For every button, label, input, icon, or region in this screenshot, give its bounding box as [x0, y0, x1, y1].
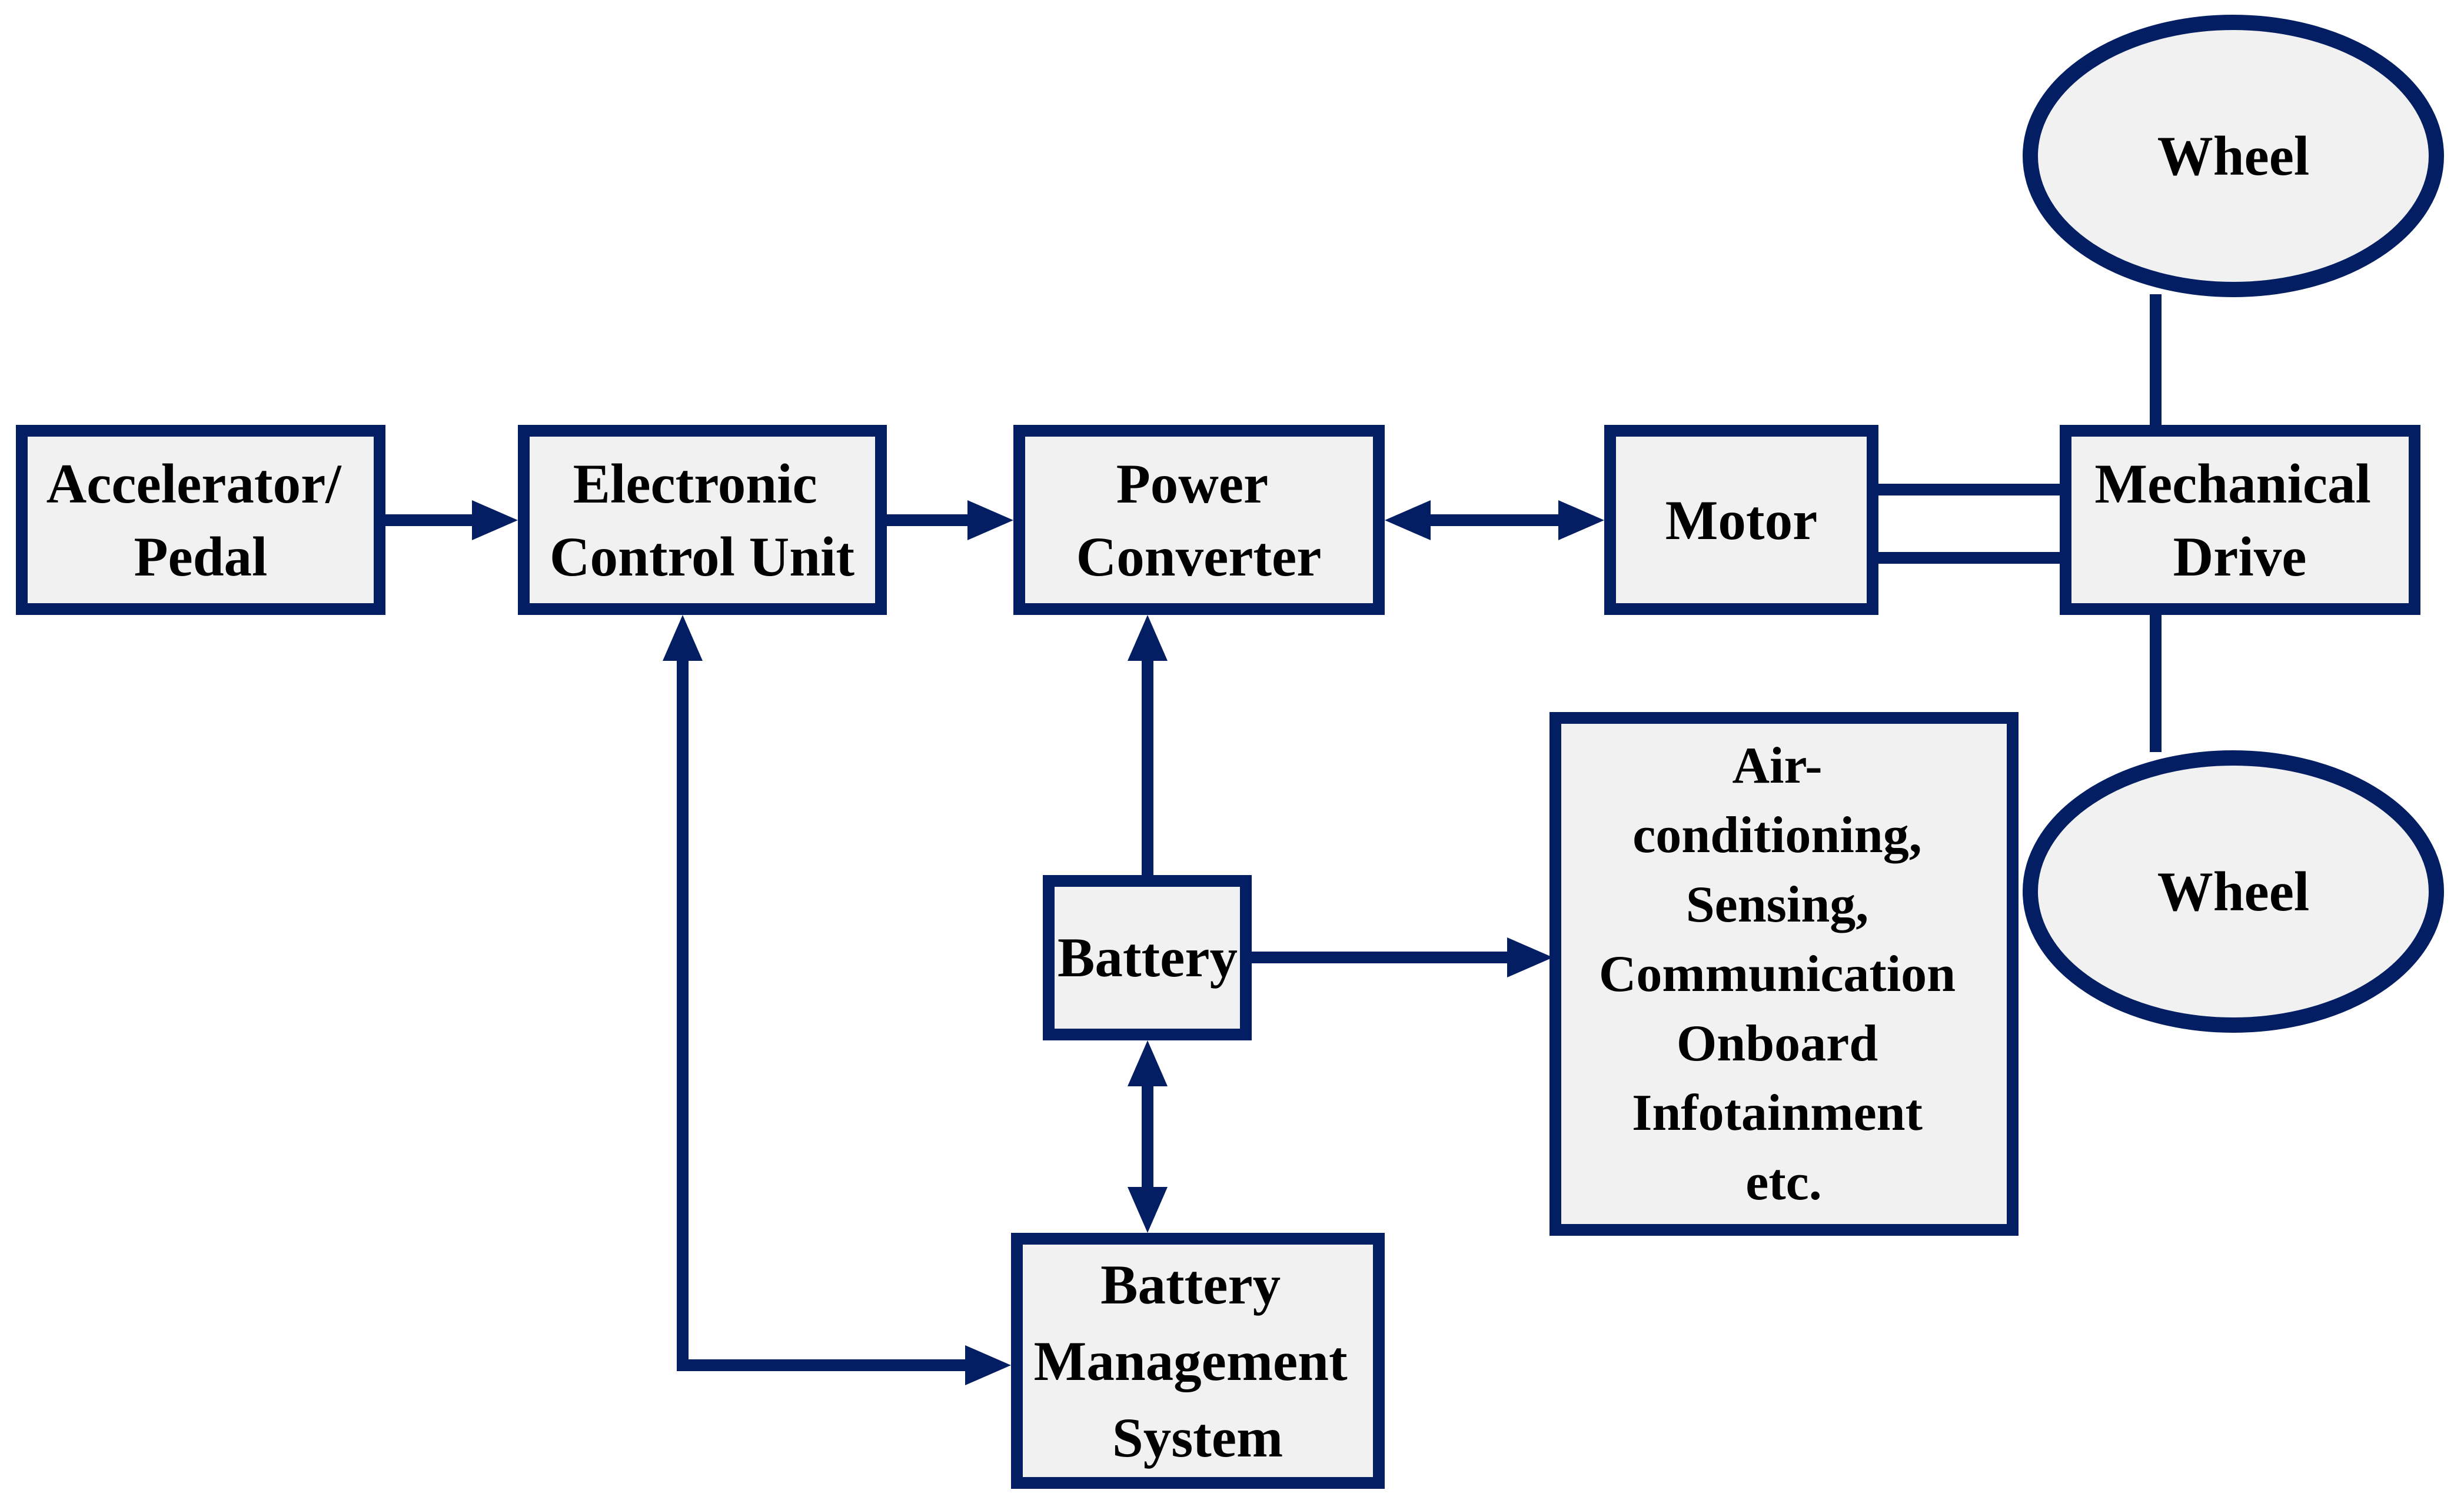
svg-text:Battery Management: Battery Management System [1034, 1253, 1362, 1469]
node-label-line: Onboard [1677, 1015, 1878, 1072]
svg-text:Power Converter: Power Converter [1076, 453, 1322, 588]
node-label-line: Motor [1665, 489, 1817, 551]
node-accelerator-pedal: Accelerator/ Pedal [16, 425, 385, 615]
svg-text:Accelerator/ Pedal: Accelerator/ Pedal [46, 453, 355, 588]
node-wheel-top: Wheel [2023, 15, 2444, 297]
node-label-line: Battery [1100, 1253, 1281, 1316]
node-label-line: Battery [1058, 926, 1238, 989]
node-label-line: Communication [1599, 946, 1956, 1003]
svg-text:Air- conditioning,: Air- conditioning, Sensing, Communicatio… [1599, 737, 1968, 1211]
node-auxiliary-loads: Air- conditioning, Sensing, Communicatio… [1549, 712, 2019, 1236]
node-label-line: Drive [2173, 526, 2307, 588]
svg-text:Mechanical Drive: Mechanical Drive [2094, 453, 2385, 588]
svg-text:Wheel: Wheel [2157, 125, 2310, 187]
node-label-line: Pedal [134, 526, 268, 588]
node-label-line: Infotainment [1632, 1085, 1923, 1142]
node-motor: Motor [1604, 425, 1878, 615]
node-label-line: Wheel [2157, 125, 2310, 187]
connector-battery-to-auxiliary [1252, 937, 1553, 977]
connector-accelerator-to-ecu [385, 500, 518, 540]
connector-battery-to-power-converter [1128, 615, 1168, 875]
svg-text:Electronic Control Unit: Electronic Control Unit [550, 453, 855, 588]
node-battery-management-system: Battery Management System [1011, 1233, 1385, 1489]
node-battery: Battery [1043, 875, 1252, 1040]
node-label-line: Electronic [573, 453, 817, 515]
node-label-line: Wheel [2157, 860, 2310, 923]
node-mechanical-drive: Mechanical Drive [2060, 425, 2420, 615]
svg-text:Motor: Motor [1665, 489, 1817, 551]
node-label-line: conditioning, [1632, 807, 1921, 864]
connector-power-converter-motor-double-arrow [1385, 500, 1604, 540]
node-label-line: Accelerator/ [46, 453, 343, 515]
svg-text:Wheel: Wheel [2157, 860, 2310, 923]
svg-text:Battery: Battery [1058, 926, 1238, 989]
node-power-converter: Power Converter [1013, 425, 1385, 615]
node-label-line: Mechanical [2094, 453, 2371, 515]
node-electronic-control-unit: Electronic Control Unit [518, 425, 887, 615]
node-label-line: Sensing, [1686, 876, 1869, 933]
connector-battery-bms-double-arrow [1128, 1040, 1168, 1233]
node-label-line: System [1112, 1406, 1283, 1469]
connector-ecu-to-power-converter [887, 500, 1013, 540]
node-wheel-bottom: Wheel [2023, 750, 2444, 1033]
node-label-line: Converter [1076, 526, 1322, 588]
node-label-line: Control Unit [550, 526, 855, 588]
node-label-line: Air- [1732, 737, 1822, 794]
node-label-line: Power [1116, 453, 1268, 515]
connector-bms-ecu-bent-double-arrow [663, 615, 1011, 1385]
node-label-line: Management [1034, 1330, 1348, 1392]
node-label-line: etc. [1745, 1154, 1821, 1211]
